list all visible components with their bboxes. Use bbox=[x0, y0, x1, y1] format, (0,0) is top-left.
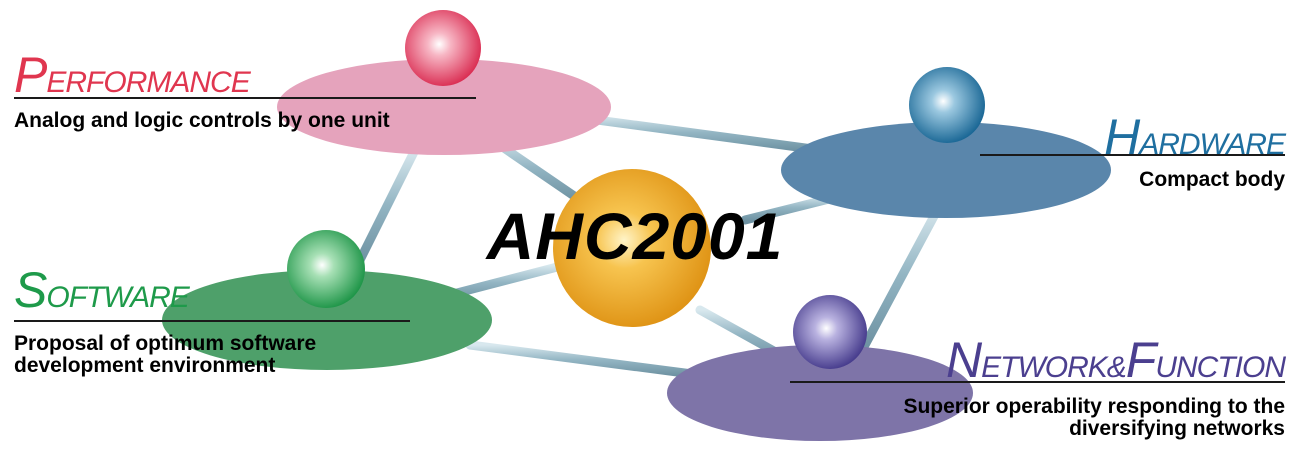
network-rule bbox=[790, 381, 1285, 383]
software-heading-initial: S bbox=[14, 262, 47, 318]
function-heading-initial: F bbox=[1125, 332, 1157, 388]
software-description: Proposal of optimum software development… bbox=[14, 333, 316, 377]
performance-heading-rest: ERFORMANCE bbox=[46, 66, 250, 99]
network-description-line-2: diversifying networks bbox=[1069, 417, 1285, 440]
hardware-rule bbox=[980, 154, 1285, 156]
performance-rule bbox=[14, 97, 476, 99]
software-rule bbox=[14, 320, 410, 322]
hardware-description-line: Compact body bbox=[1139, 168, 1285, 191]
center-title: AHC2001 bbox=[486, 199, 784, 273]
network-disc bbox=[667, 345, 973, 441]
performance-description: Analog and logic controls by one unit bbox=[14, 110, 390, 132]
network-heading-rest: ETWORK& bbox=[981, 351, 1127, 384]
function-heading-rest: UNCTION bbox=[1155, 351, 1286, 384]
performance-heading: PERFORMANCE bbox=[14, 47, 251, 103]
software-heading: SOFTWARE bbox=[14, 262, 190, 318]
connector-software-network bbox=[465, 340, 705, 380]
hardware-heading-initial: H bbox=[1104, 109, 1140, 165]
performance-heading-initial: P bbox=[14, 47, 47, 103]
hardware-description: Compact body bbox=[1139, 169, 1285, 191]
software-heading-rest: OFTWARE bbox=[46, 281, 189, 314]
software-description-line-2: development environment bbox=[14, 354, 276, 377]
connector-performance-software bbox=[355, 145, 420, 265]
center-sphere bbox=[553, 169, 711, 327]
connector-hardware-network bbox=[860, 200, 945, 350]
performance-sphere bbox=[405, 10, 481, 86]
network-function-heading: NETWORK&FUNCTION bbox=[946, 332, 1286, 388]
performance-disc bbox=[277, 59, 611, 155]
network-description-line-1: Superior operability responding to the bbox=[903, 395, 1285, 418]
performance-description-line: Analog and logic controls by one unit bbox=[14, 109, 390, 132]
hardware-sphere bbox=[909, 67, 985, 143]
software-description-line-1: Proposal of optimum software bbox=[14, 332, 317, 355]
network-description: Superior operability responding to the d… bbox=[903, 396, 1285, 440]
hardware-disc bbox=[781, 122, 1111, 218]
network-heading-initial: N bbox=[946, 332, 982, 388]
hardware-heading-rest: ARDWARE bbox=[1139, 128, 1286, 161]
network-sphere bbox=[793, 295, 867, 369]
software-sphere bbox=[287, 230, 365, 308]
